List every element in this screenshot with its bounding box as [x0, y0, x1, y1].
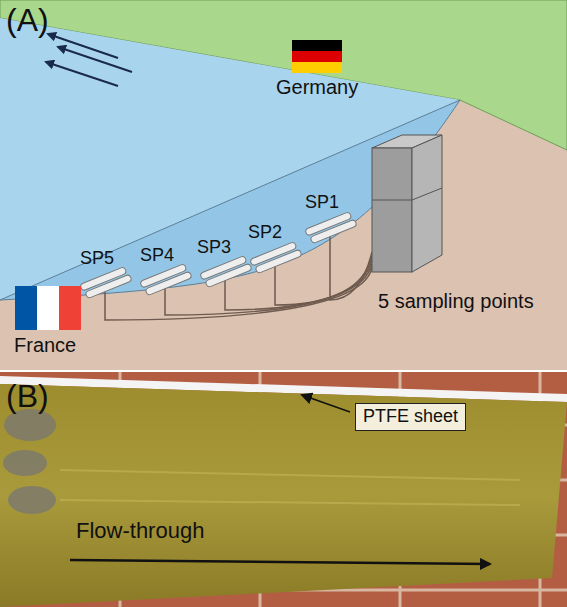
brick-grout: [0, 372, 567, 607]
station-house: [372, 135, 442, 272]
leader-arrow: [302, 395, 350, 412]
sampling-tubes: [80, 211, 357, 300]
sheen: [60, 470, 520, 505]
sampling-point-label: SP2: [248, 222, 282, 243]
france-flag: [15, 286, 81, 330]
flow-direction-arrow: [70, 560, 490, 564]
brick-floor: [0, 372, 567, 607]
ptfe-sheet-photo: [0, 384, 567, 607]
water-surface: [0, 18, 460, 300]
annotation: Flow-through: [76, 518, 204, 543]
callout-box: PTFE sheet: [355, 403, 466, 431]
sampling-point-label: SP4: [140, 245, 174, 266]
country-label: France: [14, 334, 76, 357]
panel-letter: (B): [6, 378, 49, 415]
pipes: [105, 236, 372, 320]
sampling-point-label: SP3: [197, 237, 231, 258]
river-section: [0, 100, 460, 300]
callout-text: PTFE sheet: [363, 406, 458, 426]
country-label: Germany: [276, 76, 358, 99]
sediment: [3, 409, 56, 514]
sampling-point-label: SP1: [305, 192, 339, 213]
germany-flag: [292, 40, 342, 73]
panel-letter: (A): [6, 2, 49, 39]
annotation: 5 sampling points: [378, 290, 534, 313]
flow-arrow: [46, 62, 118, 86]
flow-arrow: [58, 47, 132, 72]
sampling-point-label: SP5: [80, 248, 114, 269]
ground: [0, 0, 567, 370]
